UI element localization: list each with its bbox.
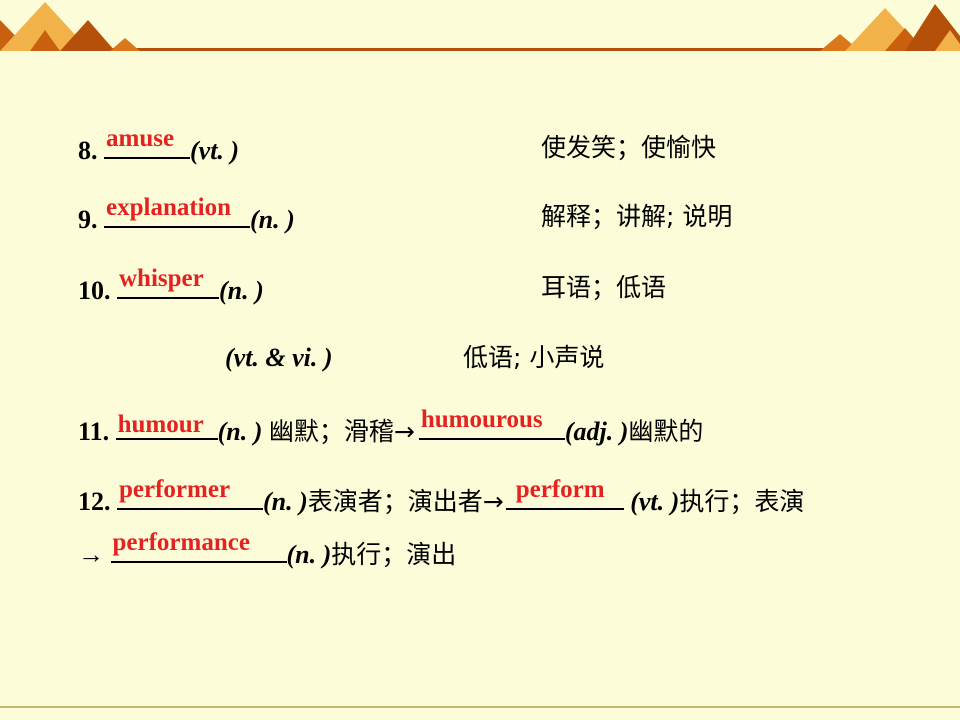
answer-text-2: perform bbox=[515, 476, 605, 503]
vocab-item-12: 12. performer (n. )表演者；演出者→ perform (vt. )… bbox=[78, 476, 805, 517]
part-of-speech-2: (vt. ) bbox=[630, 487, 680, 516]
meaning-2: 执行；表演 bbox=[679, 487, 805, 516]
part-of-speech: (vt. & vi. ) bbox=[225, 343, 333, 372]
vocab-item-10: 10. whisper (n. ) 耳语；低语 bbox=[78, 265, 666, 306]
answer-text-2: humourous bbox=[420, 406, 543, 433]
meaning-2: 幽默的 bbox=[628, 417, 704, 446]
item-number: 11. bbox=[78, 417, 110, 446]
vocab-item-8: 8. amuse (vt. ) 使发笑；使愉快 bbox=[78, 125, 716, 166]
vocab-item-12-noun: → performance (n. )执行；演出 bbox=[78, 529, 457, 570]
answer-text: explanation bbox=[106, 194, 232, 221]
part-of-speech: (vt. ) bbox=[190, 136, 240, 165]
answer-blank-2: perform bbox=[505, 476, 624, 510]
answer-blank: whisper bbox=[117, 265, 219, 299]
vocab-item-9: 9. explanation (n. ) 解释；讲解; 说明 bbox=[78, 194, 732, 235]
answer-blank: performance bbox=[110, 529, 287, 563]
part-of-speech: (n. ) bbox=[263, 487, 308, 516]
item-number: 9. bbox=[78, 205, 98, 234]
part-of-speech-2: (adj. ) bbox=[564, 417, 629, 446]
answer-blank: performer bbox=[117, 476, 263, 510]
triangle-ribbon-decoration bbox=[0, 2, 960, 51]
part-of-speech: (n. ) bbox=[286, 540, 332, 569]
vocab-item-11: 11. humour (n. ) 幽默；滑稽→humourous (adj. )幽默… bbox=[78, 406, 704, 447]
answer-text: performer bbox=[119, 476, 231, 503]
meaning: 低语; 小声说 bbox=[463, 343, 605, 372]
part-of-speech: (n. ) bbox=[219, 276, 264, 305]
item-number: 12. bbox=[78, 487, 111, 516]
answer-text: amuse bbox=[106, 125, 175, 152]
meaning: 耳语；低语 bbox=[541, 273, 667, 302]
decorative-header-band bbox=[0, 0, 960, 52]
meaning: 解释；讲解; 说明 bbox=[541, 202, 733, 231]
item-number: 10. bbox=[78, 276, 111, 305]
answer-blank: explanation bbox=[104, 194, 250, 228]
answer-blank-2: humourous bbox=[418, 406, 565, 440]
part-of-speech: (n. ) bbox=[250, 205, 295, 234]
meaning: 使发笑；使愉快 bbox=[541, 133, 717, 162]
answer-text: whisper bbox=[119, 265, 204, 292]
meaning: 执行；演出 bbox=[331, 540, 457, 569]
answer-text: humour bbox=[117, 411, 204, 438]
item-number: 8. bbox=[78, 136, 98, 165]
bottom-divider bbox=[0, 706, 960, 708]
answer-blank: amuse bbox=[104, 125, 190, 159]
part-of-speech: (n. ) bbox=[217, 417, 263, 446]
vocab-item-10-verb: (vt. & vi. ) 低语; 小声说 bbox=[225, 343, 604, 373]
meaning: 幽默；滑稽→ bbox=[268, 417, 415, 446]
answer-blank: humour bbox=[115, 411, 218, 440]
meaning: 表演者；演出者→ bbox=[307, 487, 504, 516]
arrow: → bbox=[78, 540, 104, 569]
answer-text: performance bbox=[112, 529, 250, 556]
